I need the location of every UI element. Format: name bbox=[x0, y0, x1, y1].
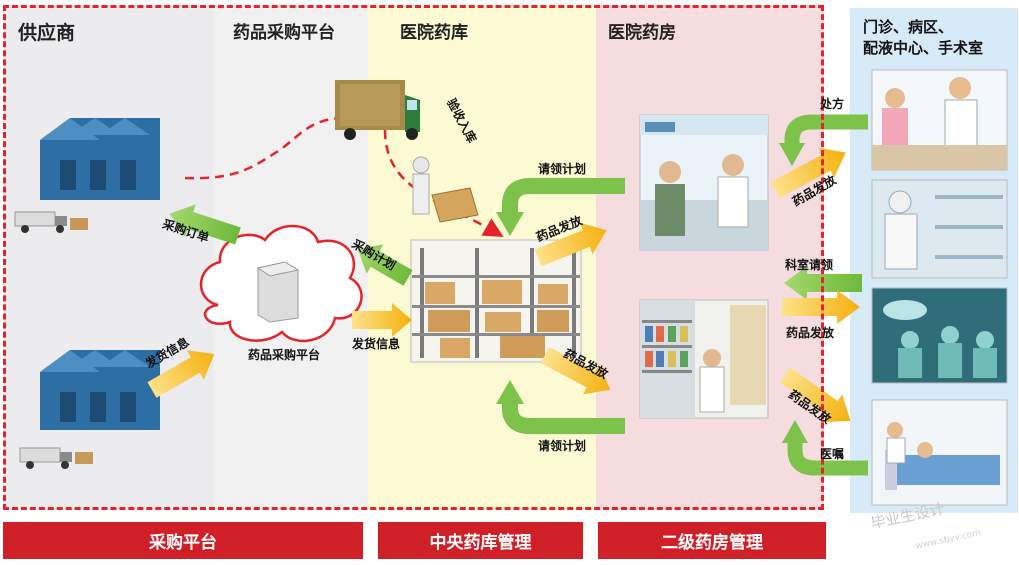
warehouse-title: 医院药库 bbox=[400, 23, 468, 43]
worker-with-box-icon bbox=[412, 156, 479, 223]
requisition-plan-top-label: 请领计划 bbox=[538, 162, 587, 176]
supplier-title: 供应商 bbox=[18, 22, 76, 44]
procurement-platform-bar: 采购平台 bbox=[3, 522, 363, 559]
purchase-order-arrow bbox=[169, 204, 241, 245]
drug-dispense-right2-label: 药品发放 bbox=[786, 326, 835, 340]
dept-requisition-label: 科室请领 bbox=[785, 258, 834, 272]
prescription-arrowhead bbox=[779, 143, 805, 166]
dispense-right3-arrow bbox=[779, 367, 851, 423]
delivery-truck-icon bbox=[335, 80, 420, 140]
pharmacy-shelves-photo bbox=[639, 299, 769, 419]
doctor-order-arrowhead bbox=[782, 420, 808, 443]
shipping-info-label-right: 发货信息 bbox=[352, 337, 401, 351]
doctor-order-label: 医嘱 bbox=[820, 447, 845, 461]
pharmacy-counter-photo bbox=[639, 114, 769, 251]
cloud-platform-icon bbox=[199, 224, 363, 343]
system-boundary bbox=[3, 5, 824, 510]
central-warehouse-bar: 中央药库管理 bbox=[378, 522, 583, 559]
shipping-info-arrow-right bbox=[352, 303, 412, 337]
ward-bed-photo bbox=[871, 399, 1008, 506]
requisition-plan-bottom-label: 请领计划 bbox=[538, 439, 587, 453]
infusion-center-photo bbox=[871, 179, 1008, 279]
departments-title-line1: 门诊、病区、 bbox=[863, 18, 954, 36]
prescription-label: 处方 bbox=[820, 97, 845, 111]
departments-title-line2: 配液中心、手术室 bbox=[863, 39, 984, 57]
dispense-top-arrow bbox=[534, 222, 607, 267]
operating-room-photo bbox=[871, 287, 1008, 384]
pharmacy-title: 医院药房 bbox=[608, 23, 676, 43]
warehouse-building-icon-top bbox=[14, 118, 160, 233]
clinic-consultation-photo bbox=[871, 69, 1008, 171]
warehouse-shelves-photo bbox=[410, 239, 582, 363]
shipping-info-arrow-left bbox=[147, 350, 215, 398]
cloud-label: 药品采购平台 bbox=[248, 348, 321, 362]
platform-title: 药品采购平台 bbox=[233, 23, 335, 43]
pharmacy-column bbox=[596, 5, 824, 510]
purchase-plan-arrow bbox=[357, 244, 413, 286]
dispense-right1-arrow bbox=[770, 147, 846, 198]
warehouse-building-icon-bottom bbox=[19, 350, 160, 469]
requisition-bottom-arrowhead bbox=[496, 380, 524, 404]
requisition-top-arrowhead bbox=[496, 212, 524, 236]
secondary-pharmacy-bar: 二级药房管理 bbox=[598, 522, 826, 559]
dispense-mid-arrow bbox=[540, 347, 611, 395]
